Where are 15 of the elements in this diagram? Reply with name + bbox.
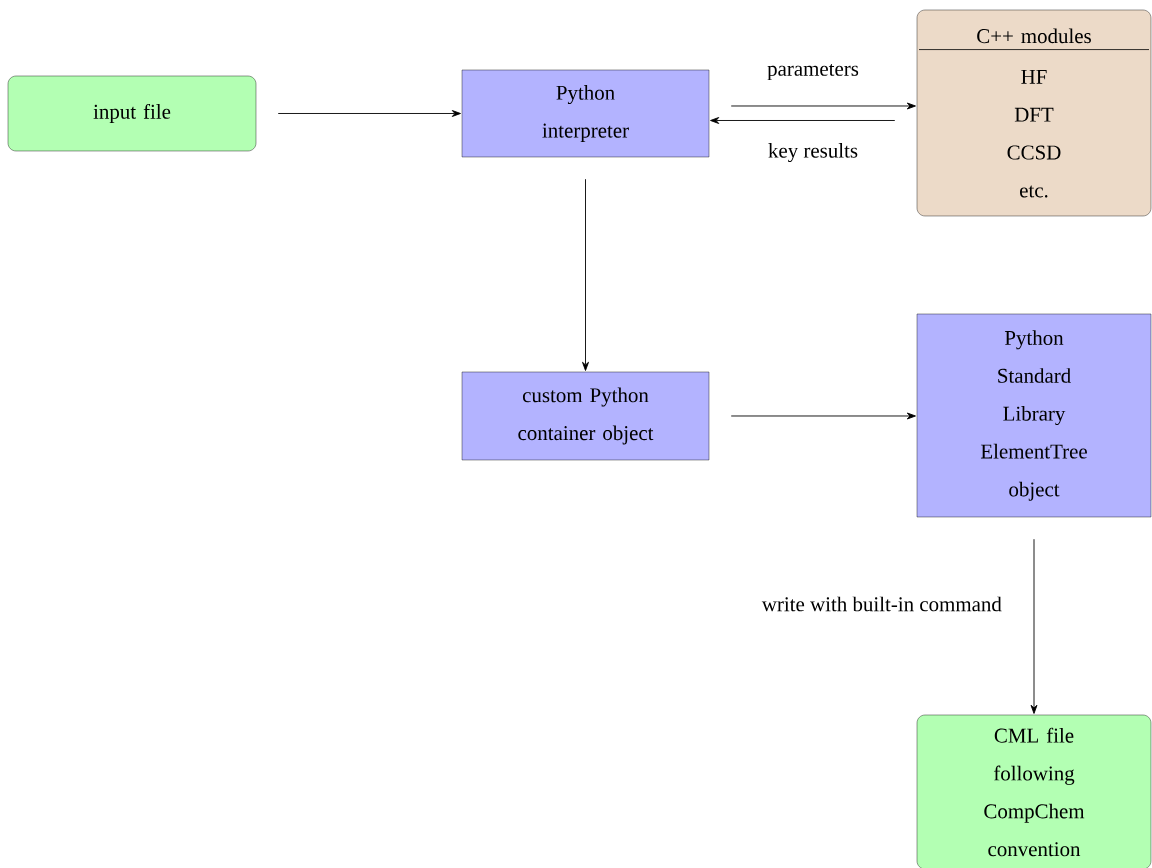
- arrow: [730, 102, 916, 110]
- arrow: [277, 110, 461, 117]
- input-box: input file: [7, 75, 257, 152]
- module-box: C++ modules HF DFT CCSD etc.: [916, 9, 1152, 217]
- process-box: Python interpreter: [461, 69, 710, 158]
- edge-label: key results: [768, 143, 858, 162]
- arrow: [582, 178, 589, 371]
- arrow: [1030, 538, 1038, 714]
- process-box: custom Python container object: [461, 371, 710, 461]
- arrow: [710, 117, 896, 124]
- process-box: Python Standard Library ElementTree object: [916, 313, 1152, 518]
- output-box: CML file following CompChem convention: [916, 714, 1152, 868]
- arrow: [730, 412, 916, 420]
- edge-label: write with built-in command: [761, 596, 1002, 612]
- edge-label: parameters: [767, 63, 859, 81]
